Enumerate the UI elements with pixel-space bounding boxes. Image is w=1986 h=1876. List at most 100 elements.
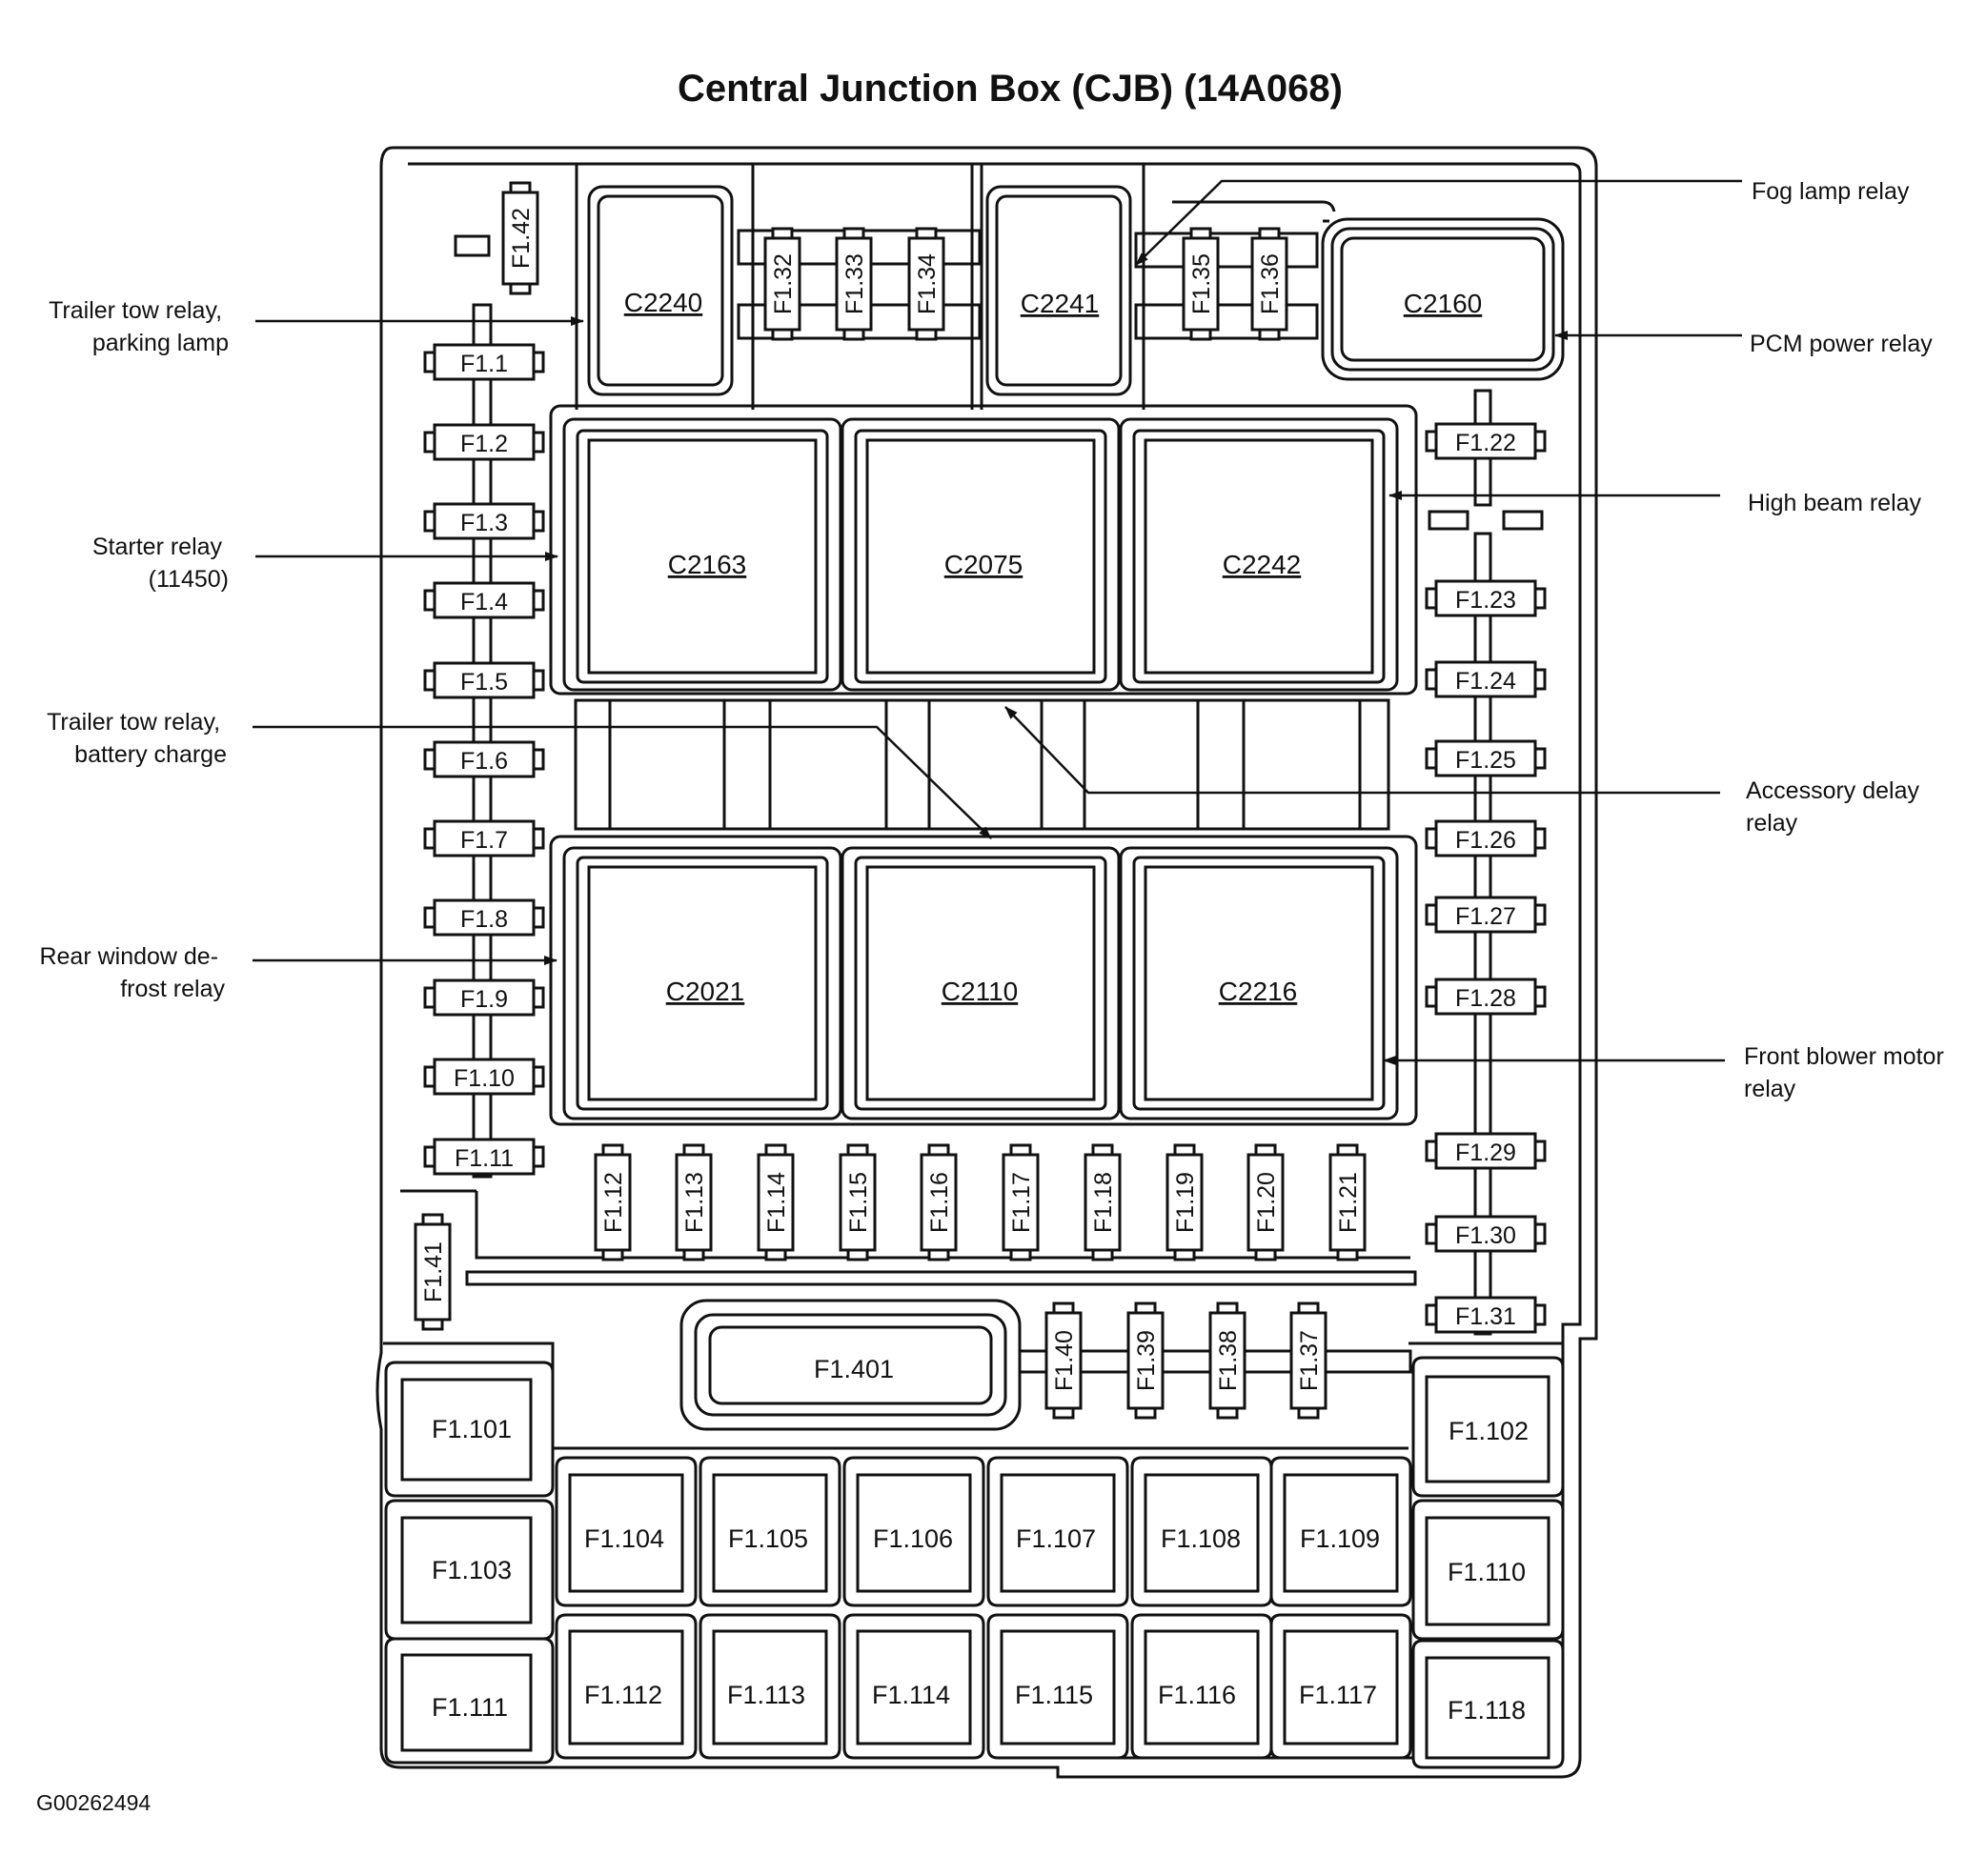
- fuse-group-lower: F1.41 F1.40 F1.39 F1.38 F1.37: [414, 1213, 1327, 1420]
- fuse: F1.17: [1002, 1143, 1040, 1261]
- fuse: F1.41: [414, 1213, 452, 1331]
- fuse-label: F1.9: [460, 986, 508, 1013]
- fuse: F1.9: [423, 978, 545, 1017]
- fuse-label: F1.36: [1257, 253, 1284, 314]
- callout-labels: Trailer tow relay, parking lamp Starter …: [39, 178, 1951, 1102]
- fuse: F1.40: [1044, 1301, 1083, 1420]
- fuse-label: F1.5: [460, 669, 508, 696]
- fuse-column-left: F1.1 F1.2 F1.3 F1.4 F1.5 F1.6 F1.7 F1.8 …: [423, 343, 545, 1176]
- maxi-fuse: F1.115: [986, 1613, 1129, 1760]
- maxi-fuse-label: F1.110: [1448, 1558, 1526, 1586]
- fuse-label: F1.21: [1335, 1172, 1362, 1233]
- fuse-label: F1.3: [460, 510, 508, 536]
- fuse: F1.16: [920, 1143, 958, 1261]
- maxi-fuse-label: F1.108: [1161, 1524, 1241, 1553]
- fuse: F1.30: [1425, 1215, 1547, 1253]
- fuse: F1.18: [1084, 1143, 1122, 1261]
- fuse-label: F1.34: [914, 253, 941, 314]
- fuse-label: F1.20: [1253, 1172, 1280, 1233]
- leader-trailer-tow-battery: [253, 725, 992, 839]
- fuse-label: F1.8: [460, 906, 508, 933]
- fuse-label: F1.23: [1455, 587, 1516, 614]
- fuse-label: F1.1: [460, 351, 508, 377]
- maxi-fuse-label: F1.109: [1300, 1524, 1380, 1553]
- fuse-label: F1.31: [1455, 1303, 1516, 1330]
- fuse: F1.20: [1246, 1143, 1285, 1261]
- fuse: F1.22: [1425, 422, 1547, 460]
- fuse: F1.4: [423, 581, 545, 619]
- mega-fuse-label: F1.401: [814, 1355, 894, 1383]
- callout-rear-window: Rear window de- frost relay: [39, 943, 225, 1002]
- fuse-label: F1.29: [1455, 1140, 1516, 1166]
- callout-trailer-tow-battery: Trailer tow relay, battery charge: [47, 709, 227, 768]
- callout-fog-lamp: Fog lamp relay: [1752, 178, 1910, 205]
- fuse: F1.26: [1425, 819, 1547, 857]
- fuse: F1.28: [1425, 978, 1547, 1016]
- maxi-fuse: F1.104: [555, 1456, 698, 1607]
- maxi-fuse-grid: F1.101 F1.103 F1.111 F1.102 F1.110 F1.11…: [384, 1356, 1565, 1769]
- fuse: F1.24: [1425, 660, 1547, 698]
- fuse-label: F1.37: [1296, 1330, 1323, 1391]
- fuse: F1.15: [839, 1143, 877, 1261]
- maxi-fuse: F1.102: [1411, 1356, 1565, 1498]
- diagram-title: Central Junction Box (CJB) (14A068): [678, 68, 1343, 110]
- maxi-fuse-label: F1.112: [584, 1681, 662, 1709]
- maxi-fuse-label: F1.117: [1299, 1681, 1377, 1709]
- fuse: F1.2: [423, 423, 545, 461]
- relay-label: C2110: [942, 977, 1018, 1006]
- fuse: F1.25: [1425, 739, 1547, 777]
- callout-high-beam: High beam relay: [1748, 490, 1922, 516]
- fuse: F1.36: [1250, 227, 1288, 341]
- fuse: F1.33: [835, 227, 873, 341]
- maxi-fuse: F1.105: [699, 1456, 841, 1607]
- fuse: F1.11: [423, 1138, 545, 1176]
- relay-label: C2163: [668, 550, 747, 579]
- maxi-fuse: F1.101: [384, 1361, 555, 1498]
- maxi-fuse: F1.111: [384, 1637, 555, 1765]
- fuse-label: F1.7: [460, 827, 508, 854]
- maxi-fuse: F1.109: [1269, 1456, 1412, 1607]
- fuse-label: F1.11: [455, 1145, 514, 1172]
- fuse: F1.3: [423, 502, 545, 540]
- fuse-label: F1.10: [454, 1065, 515, 1092]
- callout-pcm-power: PCM power relay: [1750, 331, 1933, 357]
- callout-leaders: [253, 179, 1742, 1065]
- fuse: F1.14: [757, 1143, 795, 1261]
- callout-starter-relay: Starter relay (11450): [92, 534, 229, 593]
- relay-label: C2240: [624, 288, 703, 317]
- maxi-fuse-label: F1.103: [432, 1556, 512, 1584]
- fuse-label: F1.19: [1172, 1172, 1199, 1233]
- fuse: F1.38: [1208, 1301, 1246, 1420]
- fuse-label: F1.28: [1455, 985, 1516, 1012]
- maxi-fuse-label: F1.114: [872, 1681, 950, 1709]
- relay-label: C2216: [1219, 977, 1298, 1006]
- maxi-fuse-label: F1.101: [432, 1415, 512, 1443]
- maxi-fuse-label: F1.118: [1448, 1696, 1526, 1725]
- fuse-label: F1.40: [1051, 1330, 1078, 1391]
- maxi-fuse: F1.118: [1411, 1639, 1565, 1769]
- fuse-label: F1.12: [600, 1172, 627, 1233]
- fuse: F1.5: [423, 661, 545, 699]
- fuse: F1.13: [675, 1143, 713, 1261]
- figure-id: G00262494: [36, 1790, 151, 1815]
- fuse: F1.31: [1425, 1296, 1547, 1334]
- maxi-fuse-label: F1.116: [1158, 1681, 1236, 1709]
- fuse: F1.35: [1182, 227, 1220, 341]
- fuse-label: F1.14: [763, 1172, 790, 1233]
- maxi-fuse-label: F1.104: [584, 1524, 664, 1553]
- callout-front-blower: Front blower motor relay: [1744, 1043, 1951, 1102]
- fuse-label: F1.15: [845, 1172, 872, 1233]
- maxi-fuse: F1.103: [384, 1499, 555, 1641]
- maxi-fuse-label: F1.105: [728, 1524, 808, 1553]
- fuse-label: F1.24: [1455, 668, 1516, 695]
- maxi-fuse-label: F1.107: [1016, 1524, 1096, 1553]
- maxi-fuse: F1.106: [842, 1456, 985, 1607]
- callout-trailer-tow-parking: Trailer tow relay, parking lamp: [49, 297, 229, 356]
- fuse-label: F1.32: [770, 253, 797, 314]
- fuse-row-middle: F1.12 F1.13 F1.14 F1.15 F1.16 F1.17 F1.1…: [594, 1143, 1367, 1261]
- relay-label: C2160: [1404, 289, 1483, 318]
- maxi-fuse: F1.112: [555, 1613, 698, 1760]
- fuse: F1.37: [1289, 1301, 1327, 1420]
- fuse: F1.19: [1165, 1143, 1204, 1261]
- fuse: F1.12: [594, 1143, 632, 1261]
